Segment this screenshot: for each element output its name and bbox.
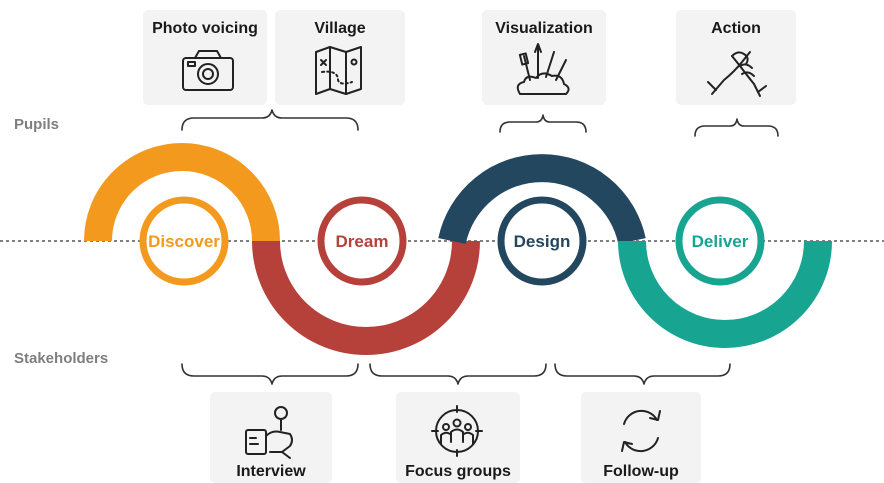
stakeholders-design-deliver-brace xyxy=(554,363,731,385)
visualization-card: Visualization xyxy=(482,10,606,105)
interview-card: Interview xyxy=(210,392,332,483)
deliver-arc xyxy=(618,240,832,348)
deliver-circle xyxy=(675,196,765,286)
interview-title: Interview xyxy=(236,463,306,480)
microphone-icon xyxy=(245,406,293,459)
dream-circle xyxy=(317,196,407,286)
pupils-deliver-brace xyxy=(694,118,779,137)
discover-circle xyxy=(139,196,229,286)
design-circle xyxy=(497,196,587,286)
design-arc xyxy=(438,154,646,245)
stakeholders-discover-dream-brace xyxy=(181,363,359,385)
action-title: Action xyxy=(711,20,761,37)
art-supplies-icon xyxy=(516,43,570,95)
photo-voicing-card: Photo voicing xyxy=(143,10,267,105)
design-label: Design xyxy=(514,232,571,251)
stakeholders-dream-design-brace xyxy=(369,363,547,385)
focus-groups-card: Focus groups xyxy=(396,392,520,483)
pupils-design-brace xyxy=(499,114,587,133)
map-icon xyxy=(315,46,362,95)
photo-voicing-title: Photo voicing xyxy=(152,20,258,37)
stakeholders-row-label: Stakeholders xyxy=(14,350,108,367)
refresh-icon xyxy=(621,409,661,453)
pupils-discover-dream-brace xyxy=(181,109,359,131)
village-card: Village xyxy=(275,10,405,105)
handshake-icon xyxy=(707,51,767,97)
discover-label: Discover xyxy=(148,232,220,251)
visualization-title: Visualization xyxy=(495,20,593,37)
follow-up-title: Follow-up xyxy=(603,463,679,480)
discover-arc xyxy=(84,143,280,242)
dream-arc xyxy=(252,240,480,355)
deliver-label: Deliver xyxy=(692,232,749,251)
village-title: Village xyxy=(314,20,365,37)
camera-icon xyxy=(182,50,234,91)
focus-groups-title: Focus groups xyxy=(405,463,511,480)
dream-label: Dream xyxy=(336,232,389,251)
group-icon xyxy=(431,405,483,457)
action-card: Action xyxy=(676,10,796,105)
pupils-row-label: Pupils xyxy=(14,116,59,133)
follow-up-card: Follow-up xyxy=(581,392,701,483)
